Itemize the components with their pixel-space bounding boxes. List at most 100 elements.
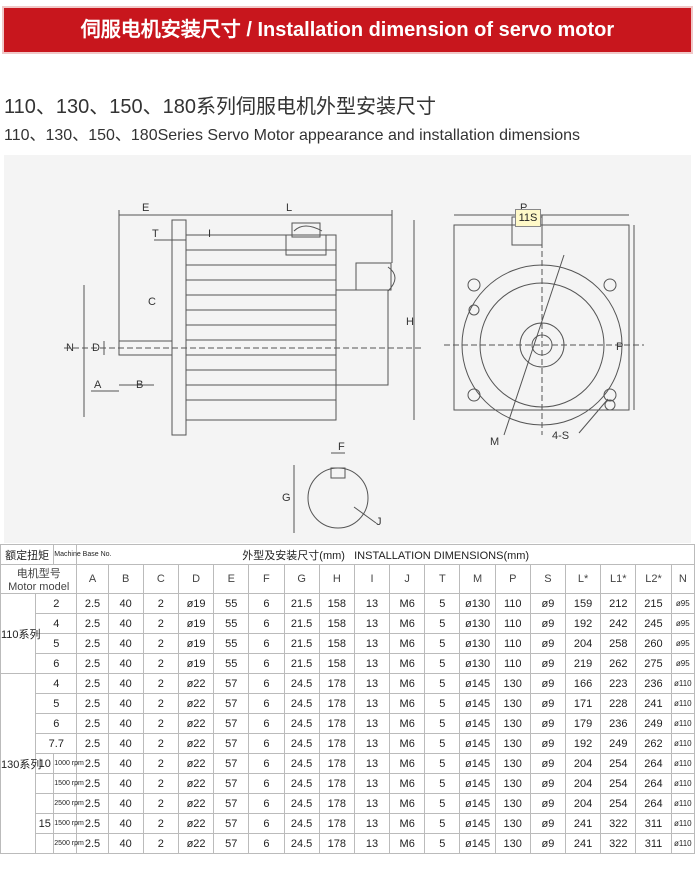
table-cell: 2 (142, 713, 179, 734)
table-cell: ø110 (670, 693, 695, 714)
table-cell: 57 (213, 753, 250, 774)
table-cell: 40 (107, 773, 144, 794)
table-cell: 40 (107, 713, 144, 734)
table-cell: ø110 (670, 793, 695, 814)
table-cell: M6 (389, 633, 426, 654)
torque-cell: 6 (35, 713, 78, 734)
table-cell: ø22 (177, 713, 215, 734)
banner: 伺服电机安装尺寸 / Installation dimension of ser… (0, 0, 695, 58)
table-cell: ø22 (177, 813, 215, 834)
table-cell: 6 (248, 733, 285, 754)
dimension-table: 额定扭矩 Machine Base No. 外型及安装尺寸(mm) INSTAL… (0, 544, 695, 854)
table-cell: 2 (142, 773, 179, 794)
table-cell: 171 (565, 693, 602, 714)
table-cell: 241 (635, 693, 672, 714)
table-cell: 5 (424, 833, 461, 854)
torque-cell: 15 (35, 813, 55, 834)
table-cell: 241 (565, 833, 602, 854)
table-cell: 5 (424, 793, 461, 814)
table-cell: ø19 (177, 653, 215, 674)
table-cell: 2.5 (76, 753, 109, 774)
table-cell: M6 (389, 753, 426, 774)
table-cell: 245 (635, 613, 672, 634)
torque-cell: 4 (35, 673, 78, 694)
col-header: E (213, 564, 250, 594)
table-cell: 204 (565, 753, 602, 774)
table-cell: 24.5 (283, 773, 320, 794)
table-cell: 24.5 (283, 693, 320, 714)
callout-tag: 11S (515, 209, 541, 227)
table-cell: 241 (565, 813, 602, 834)
table-cell: 258 (600, 633, 637, 654)
table-cell: 178 (318, 773, 355, 794)
table-cell: 5 (424, 693, 461, 714)
table-cell: 219 (565, 653, 602, 674)
table-cell: 57 (213, 713, 250, 734)
table-cell: 242 (600, 613, 637, 634)
table-cell: 13 (353, 633, 391, 654)
table-cell: 158 (318, 613, 355, 634)
table-cell: 6 (248, 753, 285, 774)
table-cell: ø110 (670, 753, 695, 774)
table-cell: 57 (213, 793, 250, 814)
table-cell: 13 (353, 813, 391, 834)
table-cell: ø145 (459, 813, 496, 834)
series-label: 130系列 (0, 673, 41, 854)
table-cell: M6 (389, 593, 426, 614)
flange (171, 219, 187, 436)
table-cell: 2 (142, 653, 179, 674)
torque-cell: 10 (35, 753, 55, 774)
table-cell: 13 (353, 653, 391, 674)
table-cell: ø22 (177, 773, 215, 794)
label-B: B (136, 379, 143, 391)
label-P-top: P (520, 202, 527, 214)
table-cell: 55 (213, 613, 250, 634)
table-cell: ø110 (670, 713, 695, 734)
table-cell: M6 (389, 813, 426, 834)
table-cell: 2 (142, 813, 179, 834)
table-cell: 6 (248, 793, 285, 814)
table-cell: ø95 (670, 613, 695, 634)
table-cell: 24.5 (283, 833, 320, 854)
table-cell: 6 (248, 773, 285, 794)
table-cell: 236 (635, 673, 672, 694)
torque-cell: 2 (35, 593, 78, 614)
col-header: A (76, 564, 109, 594)
table-cell: ø130 (459, 593, 496, 614)
table-cell: 6 (248, 713, 285, 734)
table-cell: 40 (107, 833, 144, 854)
dimension-drawing: E L T I C N D A B H P P M 4-S F G J (4, 155, 691, 543)
table-cell: ø145 (459, 773, 496, 794)
label-G: G (282, 492, 291, 504)
col-header: S (529, 564, 567, 594)
col-header: P (494, 564, 531, 594)
table-cell: ø9 (529, 753, 567, 774)
table-cell: 2.5 (76, 593, 109, 614)
heading-cn: 110、130、150、180系列伺服电机外型安装尺寸 (4, 96, 436, 118)
table-cell: 24.5 (283, 793, 320, 814)
table-cell: 13 (353, 693, 391, 714)
table-cell: 130 (494, 773, 531, 794)
table-cell: 13 (353, 733, 391, 754)
table-cell: M6 (389, 773, 426, 794)
torque-cell: 5 (35, 633, 78, 654)
table-cell: ø145 (459, 733, 496, 754)
table-cell: 2 (142, 793, 179, 814)
header-title: 外型及安装尺寸(mm) INSTALLATION DIMENSIONS(mm) (76, 544, 695, 565)
table-cell: 130 (494, 673, 531, 694)
speed-cell: 1500 rpm (53, 773, 84, 794)
table-cell: 178 (318, 813, 355, 834)
table-cell: 21.5 (283, 613, 320, 634)
table-cell: 2.5 (76, 693, 109, 714)
col-header: C (142, 564, 179, 594)
table-cell: 6 (248, 653, 285, 674)
table-cell: 110 (494, 653, 531, 674)
table-cell: 40 (107, 593, 144, 614)
table-cell: ø9 (529, 693, 567, 714)
table-cell: 2.5 (76, 833, 109, 854)
table-cell: 2 (142, 733, 179, 754)
